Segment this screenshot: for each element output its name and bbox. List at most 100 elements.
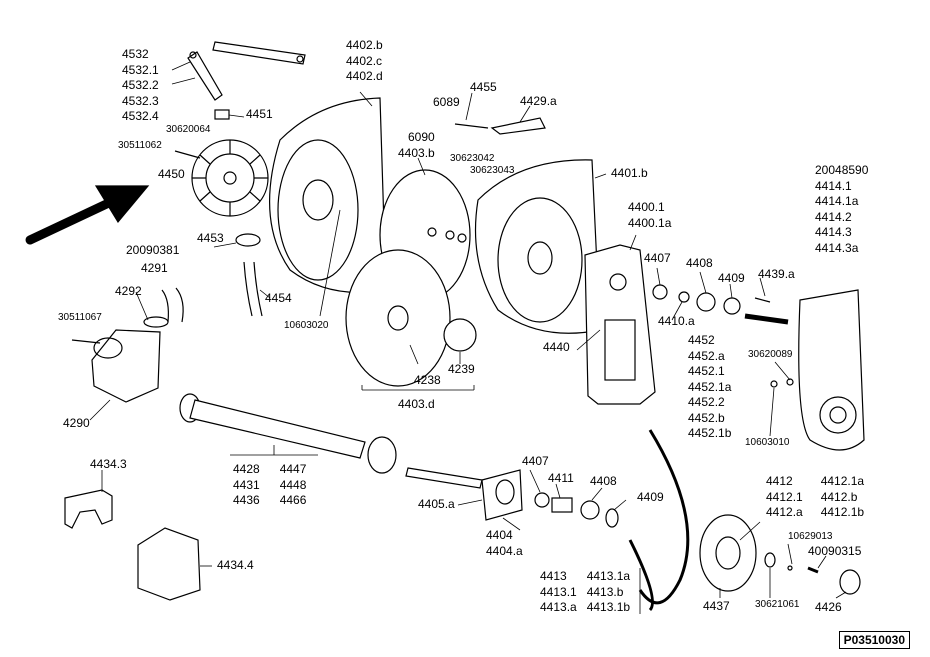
part-label-4451: 4451 xyxy=(246,107,273,121)
part-label-6089: 6089 xyxy=(433,95,460,109)
part-label-20090381: 20090381 xyxy=(126,243,180,257)
part-label: 4532 xyxy=(122,47,149,61)
front-housing-part xyxy=(474,159,601,334)
part-label-4439a: 4439.a xyxy=(758,267,795,281)
part-label-4437: 4437 xyxy=(703,599,730,613)
part-label: 4400.1a xyxy=(628,215,672,230)
part-label: 4452.2 xyxy=(688,395,725,409)
part-label-4290: 4290 xyxy=(63,416,90,430)
part-label: 4466 xyxy=(279,493,307,507)
bracket-part xyxy=(187,41,306,101)
part-label-4455: 4455 xyxy=(470,80,497,94)
part-label-4434-4: 4434.4 xyxy=(217,558,254,572)
label-group-4428: 4428 4431 4436 4447 4448 4466 xyxy=(233,462,306,509)
part-label-30623042: 30623042 xyxy=(450,153,495,164)
part-label-4411: 4411 xyxy=(548,471,574,485)
part-label: 4532.3 xyxy=(122,93,159,108)
part-label-4292: 4292 xyxy=(115,284,142,298)
part-label-30511062: 30511062 xyxy=(118,140,162,151)
part-label: 4413.b xyxy=(586,584,624,599)
label-group-4532: 4532 4532.1 4532.2 4532.3 4532.4 xyxy=(122,47,159,125)
part-label-4410a: 4410.a xyxy=(658,314,695,328)
part-label: 4452.1a xyxy=(688,379,732,394)
drum-part xyxy=(345,249,477,387)
part-label-4408-top: 4408 xyxy=(686,256,713,270)
part-label: 4428 xyxy=(233,462,260,476)
part-label-4450: 4450 xyxy=(158,167,185,181)
label-group-4400: 4400.1 4400.1a xyxy=(628,200,671,231)
part-label-4426: 4426 xyxy=(815,600,842,614)
part-label-4403d: 4403.d xyxy=(398,397,435,411)
impeller-part xyxy=(174,109,269,217)
part-label-30623043: 30623043 xyxy=(470,165,515,176)
part-label-10603010: 10603010 xyxy=(745,437,790,448)
part-label: 4414.3 xyxy=(815,225,852,239)
part-label-4405a: 4405.a xyxy=(418,497,455,511)
part-label-4409-top: 4409 xyxy=(718,271,745,285)
part-label: 4414.3a xyxy=(815,240,859,255)
part-label-30620064: 30620064 xyxy=(166,124,211,135)
part-label: 4452.a xyxy=(688,348,725,363)
rear-housing-part xyxy=(268,97,387,294)
part-label-4407-bottom: 4407 xyxy=(522,454,549,468)
part-label-4453: 4453 xyxy=(197,231,224,245)
part-label-4454: 4454 xyxy=(265,291,292,305)
part-label: 4436 xyxy=(233,493,260,507)
part-label: 4413 xyxy=(540,569,567,583)
part-label: 4532.4 xyxy=(122,109,159,123)
part-label-6090: 6090 xyxy=(408,130,435,144)
part-label-40090315: 40090315 xyxy=(808,544,862,558)
part-label-4408-bottom: 4408 xyxy=(590,474,617,488)
part-label-4440: 4440 xyxy=(543,340,570,354)
part-label: 4413.1b xyxy=(586,600,631,614)
part-label: 4414.1 xyxy=(815,178,852,193)
part-label: 4452.b xyxy=(688,410,725,425)
part-label-30511067: 30511067 xyxy=(58,312,102,323)
label-group-4404: 4404 4404.a xyxy=(486,528,523,559)
part-label-4407-top: 4407 xyxy=(644,251,671,265)
part-label: 4412.1 xyxy=(766,489,803,504)
part-label-10603020: 10603020 xyxy=(284,320,329,331)
part-label: 4412 xyxy=(766,474,793,488)
part-label-30620089: 30620089 xyxy=(748,349,793,360)
part-label: 4413.a xyxy=(540,600,577,614)
part-label: 4402.b xyxy=(346,38,383,52)
part-label-4429a: 4429.a xyxy=(520,94,557,108)
part-label-4403b: 4403.b xyxy=(398,146,435,160)
drawing-reference: P03510030 xyxy=(838,631,910,649)
part-label: 4448 xyxy=(279,477,307,492)
part-label: 4447 xyxy=(279,462,307,476)
part-label: 4412.a xyxy=(766,505,803,519)
part-label: 4532.1 xyxy=(122,62,159,77)
part-label: 4412.1a xyxy=(820,474,865,488)
frame-part xyxy=(584,244,656,405)
label-group-4402: 4402.b 4402.c 4402.d xyxy=(346,38,383,85)
part-label: 4452.1 xyxy=(688,364,725,378)
part-label: 4400.1 xyxy=(628,200,665,214)
part-label-10629013: 10629013 xyxy=(788,531,833,542)
part-label-4238: 4238 xyxy=(414,373,441,387)
inlet-housing-part xyxy=(71,329,161,403)
part-label: 4412.1b xyxy=(820,505,865,519)
label-group-20048590: 20048590 4414.1 4414.1a 4414.2 4414.3 44… xyxy=(815,163,868,256)
part-label: 4413.1a xyxy=(586,569,631,583)
part-label: 20048590 xyxy=(815,163,869,177)
part-label-4409-bottom: 4409 xyxy=(637,490,664,504)
part-label: 4414.1a xyxy=(815,194,859,208)
part-label: 4404 xyxy=(486,528,513,542)
part-label: 4404.a xyxy=(486,543,523,558)
label-group-4412: 4412 4412.1 4412.a 4412.1a 4412.b 4412.1… xyxy=(766,474,864,521)
part-label: 4452.1b xyxy=(688,426,732,440)
pointer-arrow-icon xyxy=(25,185,150,245)
part-label: 4431 xyxy=(233,477,260,492)
label-group-4413: 4413 4413.1 4413.a 4413.1a 4413.b 4413.1… xyxy=(540,569,630,616)
part-label-30621061: 30621061 xyxy=(755,599,800,610)
belt-guard-part xyxy=(798,289,865,451)
part-label: 4412.b xyxy=(820,489,858,504)
part-label: 4452 xyxy=(688,333,715,347)
label-group-4452: 4452 4452.a 4452.1 4452.1a 4452.2 4452.b… xyxy=(688,333,731,442)
part-label: 4402.d xyxy=(346,69,383,83)
part-label-4239: 4239 xyxy=(448,362,475,376)
